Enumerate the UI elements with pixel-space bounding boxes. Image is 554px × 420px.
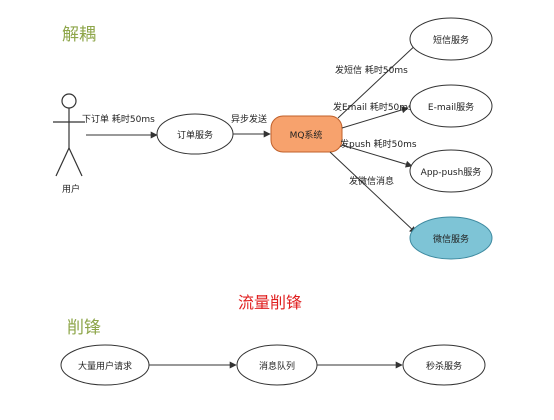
wechat-service-label: 微信服务 — [433, 233, 469, 245]
edge-label-sms: 发短信 耗时50ms — [335, 64, 408, 76]
email-service-label: E-mail服务 — [428, 101, 474, 113]
wechat-service-node — [409, 216, 493, 260]
seckill-service-label: 秒杀服务 — [426, 360, 462, 372]
order-service-label: 订单服务 — [177, 129, 213, 141]
message-queue-label: 消息队列 — [259, 360, 295, 372]
decoupling-title: 解耦 — [62, 25, 96, 45]
order-edge-label: 下订单 耗时50ms — [82, 113, 155, 125]
sms-service-label: 短信服务 — [433, 34, 469, 46]
edge-label-apppush: 发push 耗时50ms — [340, 138, 417, 150]
user-stick-figure-icon — [53, 93, 85, 177]
sms-service-node — [409, 17, 493, 61]
apppush-service-node — [409, 149, 493, 193]
edge-mq-email — [341, 106, 409, 129]
edge-label-email: 发Email 耗时50ms — [333, 101, 413, 113]
peak-shaving-title: 削锋 — [67, 318, 101, 338]
async-label: 异步发送 — [231, 113, 267, 125]
peak-shaving-center-title: 流量削锋 — [238, 293, 302, 312]
edge-label-wechat: 发微信消息 — [349, 175, 394, 187]
user-label: 用户 — [62, 183, 80, 195]
edge-mq-apppush — [341, 144, 413, 168]
seckill-service-node — [402, 344, 486, 386]
apppush-service-label: App-push服务 — [421, 166, 482, 178]
email-service-node — [409, 84, 493, 128]
mq-system-label: MQ系统 — [290, 129, 323, 141]
edge-mq-sms — [337, 40, 421, 119]
mq-system-node — [270, 115, 343, 153]
user-requests-label: 大量用户请求 — [78, 360, 132, 372]
edge-mq-wechat — [329, 151, 417, 234]
